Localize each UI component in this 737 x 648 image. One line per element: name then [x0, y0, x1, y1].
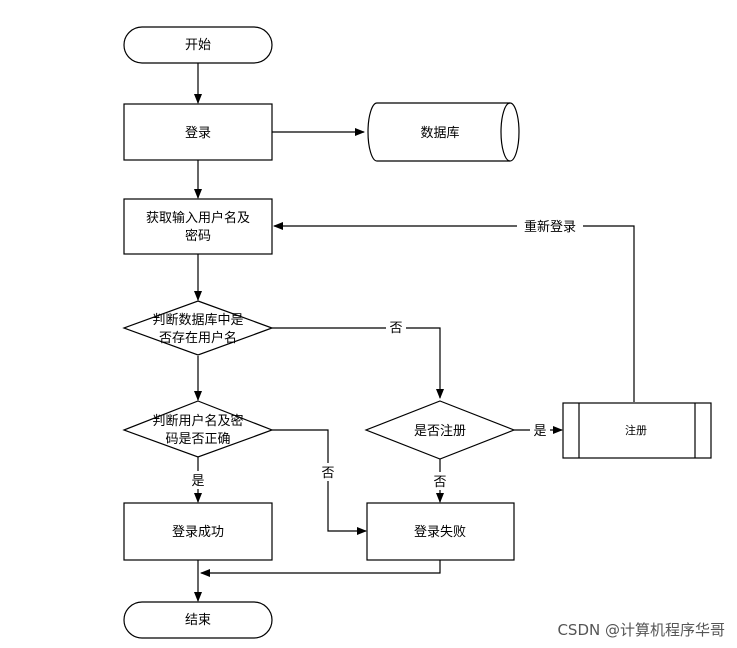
register-node: 注册 — [562, 402, 712, 459]
edge-register-input — [273, 222, 635, 402]
edge-fail-merge — [200, 560, 441, 577]
ask-register-label: 是否注册 — [414, 424, 466, 439]
end-label: 结束 — [185, 613, 211, 628]
database-label: 数据库 — [420, 125, 459, 141]
login-fail-label: 登录失败 — [414, 525, 466, 540]
check-exist-decision: 判断数据库中是 否存在用户名 — [122, 300, 274, 356]
ask-register-decision: 是否注册 — [364, 400, 516, 460]
get-input-label-1: 获取输入用户名及 — [146, 210, 250, 226]
register-label: 注册 — [625, 423, 647, 437]
database-node: 数据库 — [367, 102, 520, 162]
check-exist-label-2: 否存在用户名 — [159, 330, 237, 346]
login-node: 登录 — [123, 103, 273, 161]
login-success-node: 登录成功 — [123, 502, 273, 561]
end-node: 结束 — [123, 601, 273, 639]
check-exist-label-1: 判断数据库中是 — [152, 312, 243, 328]
connectors — [194, 63, 635, 602]
start-label: 开始 — [185, 38, 211, 53]
check-pwd-decision: 判断用户名及密 码是否正确 — [122, 400, 274, 458]
login-success-label: 登录成功 — [172, 525, 224, 540]
get-input-node: 获取输入用户名及 密码 — [123, 198, 273, 255]
edge-exist-register — [272, 327, 444, 399]
edge-label-relogin: 重新登录 — [524, 219, 576, 235]
edge-label-no-register: 否 — [433, 475, 446, 490]
get-input-label-2: 密码 — [185, 228, 211, 244]
watermark: CSDN @计算机程序华哥 — [557, 621, 725, 639]
check-pwd-label-2: 码是否正确 — [165, 432, 230, 447]
edge-label-yes-pwd: 是 — [191, 474, 204, 489]
edge-labels: 否 是 否 重新登录 是 否 — [188, 217, 583, 490]
edge-label-no-pwd: 否 — [321, 466, 334, 481]
edge-label-yes-register: 是 — [533, 424, 546, 439]
check-pwd-label-1: 判断用户名及密 — [152, 413, 243, 429]
edge-label-no-exist: 否 — [389, 321, 402, 336]
start-node: 开始 — [123, 26, 273, 64]
login-fail-node: 登录失败 — [366, 502, 515, 561]
login-label: 登录 — [185, 126, 211, 141]
